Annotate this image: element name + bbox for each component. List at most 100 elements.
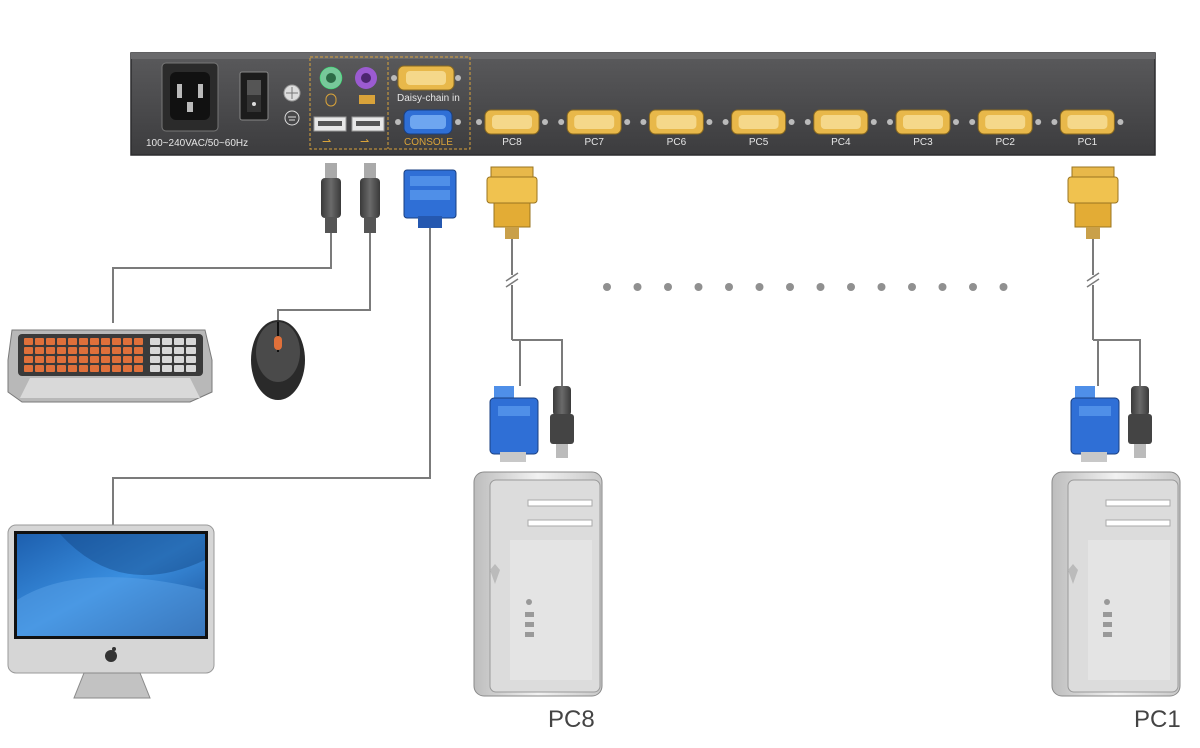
power-switch-icon[interactable] — [239, 71, 269, 121]
keyboard-key — [24, 347, 33, 354]
keyboard-key — [57, 338, 66, 345]
pc8-usb-plug — [550, 386, 574, 458]
keyboard-key — [112, 347, 121, 354]
keyboard-key — [123, 347, 132, 354]
pc1-usb-plug — [1128, 386, 1152, 458]
svg-text:⇀: ⇀ — [322, 136, 331, 148]
keyboard-key — [24, 338, 33, 345]
keyboard-key — [57, 365, 66, 372]
ellipsis-dots — [603, 283, 1008, 291]
console-label: CONSOLE — [404, 137, 453, 148]
port-label-pc7: PC7 — [584, 137, 604, 148]
keyboard-key — [101, 356, 110, 363]
keyboard-key — [186, 356, 196, 363]
port-pc5[interactable]: PC5 — [722, 109, 795, 148]
mouse-icon — [325, 93, 337, 107]
keyboard-key — [24, 356, 33, 363]
usb-port-2[interactable] — [351, 116, 385, 132]
power-label: 100~240VAC/50~60Hz — [146, 138, 248, 149]
keyboard-key — [46, 347, 55, 354]
ellipsis-dot — [877, 283, 886, 291]
pc8-tower — [473, 471, 603, 697]
ps2-keyboard-port[interactable] — [355, 67, 377, 89]
port-pc8[interactable]: PC8 — [476, 109, 548, 148]
ellipsis-dot — [786, 283, 794, 291]
keyboard-key — [57, 356, 66, 363]
port-pc2[interactable]: PC2 — [969, 109, 1042, 148]
keyboard-key — [101, 347, 110, 354]
keyboard-key — [186, 365, 196, 372]
keyboard-key — [150, 365, 160, 372]
pc1-blue-vga-plug — [1070, 386, 1120, 462]
keyboard-key — [162, 356, 172, 363]
keyboard-key — [46, 365, 55, 372]
keyboard-key — [68, 347, 77, 354]
keyboard-key — [112, 338, 121, 345]
ellipsis-dot — [969, 283, 977, 291]
keyboard-key — [174, 338, 184, 345]
keyboard-key — [186, 338, 196, 345]
keyboard-key — [174, 356, 184, 363]
port-label-pc3: PC3 — [913, 137, 933, 148]
keyboard-key — [112, 356, 121, 363]
pc8-label: PC8 — [548, 706, 595, 733]
port-pc6[interactable]: PC6 — [640, 109, 713, 148]
port-label-pc2: PC2 — [995, 137, 1015, 148]
keyboard-key — [46, 356, 55, 363]
keyboard-key — [134, 347, 143, 354]
daisy-chain-port[interactable] — [391, 65, 461, 91]
keyboard-key — [123, 356, 132, 363]
pc1-label: PC1 — [1134, 706, 1181, 733]
console-group-frame — [309, 56, 471, 150]
keyboard-key — [35, 365, 44, 372]
keyboard-key — [46, 338, 55, 345]
keyboard-key — [134, 365, 143, 372]
ellipsis-dot — [938, 283, 947, 291]
keyboard-key — [174, 347, 184, 354]
port-pc3[interactable]: PC3 — [887, 109, 959, 148]
keyboard-key — [162, 338, 172, 345]
ellipsis-dot — [694, 283, 703, 291]
keyboard-key — [35, 356, 44, 363]
keyboard-key — [162, 347, 172, 354]
pc1-tower — [1051, 471, 1181, 697]
usb-port-1[interactable] — [313, 116, 347, 132]
keyboard-key — [35, 338, 44, 345]
keyboard — [7, 329, 213, 403]
ground-icon — [283, 84, 301, 126]
port-pc7[interactable]: PC7 — [558, 109, 631, 148]
monitor — [7, 524, 215, 699]
port-pc4[interactable]: PC4 — [804, 109, 877, 148]
keyboard-key — [68, 365, 77, 372]
cable-break-marks — [505, 272, 1100, 288]
ellipsis-dot — [664, 283, 672, 291]
pc8-vga-plug — [486, 166, 538, 239]
port-pc1[interactable]: PC1 — [1051, 109, 1124, 148]
ellipsis-dot — [847, 283, 855, 291]
keyboard-key — [90, 356, 99, 363]
ellipsis-dot — [816, 283, 825, 291]
keyboard-key — [112, 365, 121, 372]
svg-text:⇀: ⇀ — [360, 136, 369, 148]
keyboard-key — [90, 338, 99, 345]
apple-logo-icon — [105, 647, 117, 662]
keyboard-key — [79, 347, 88, 354]
keyboard-usb-plug — [321, 163, 341, 233]
cables — [112, 226, 1141, 525]
pc8-blue-vga-plug — [489, 386, 539, 462]
usb-icon: ⇀ ⇀ — [322, 136, 369, 148]
port-label-pc8: PC8 — [502, 137, 522, 148]
ps2-mouse-port[interactable] — [319, 66, 343, 90]
ellipsis-dot — [908, 283, 916, 291]
keyboard-key — [186, 347, 196, 354]
mouse-usb-plug — [360, 163, 380, 233]
port-label-pc6: PC6 — [667, 137, 687, 148]
port-label-pc5: PC5 — [749, 137, 769, 148]
keyboard-key — [134, 356, 143, 363]
keyboard-icon — [359, 95, 375, 104]
keyboard-key — [101, 365, 110, 372]
ellipsis-dot — [999, 283, 1008, 291]
pc1-vga-plug — [1067, 166, 1119, 239]
console-vga-port[interactable] — [395, 109, 461, 135]
